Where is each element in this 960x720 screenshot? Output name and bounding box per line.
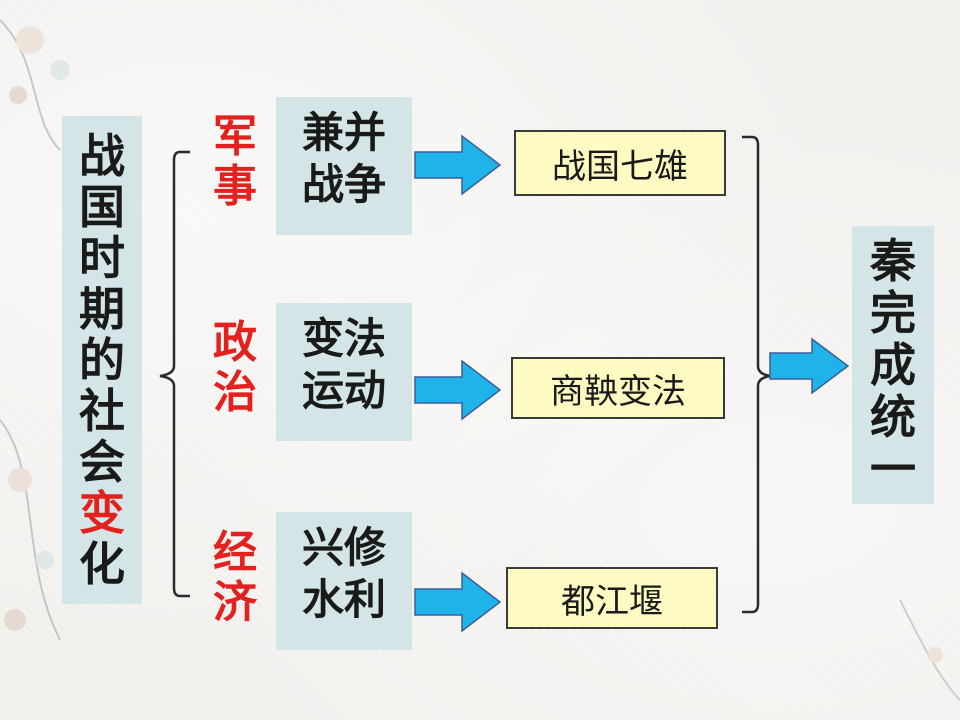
right-brace [742, 135, 771, 614]
main-topic-char: 战 [79, 128, 125, 183]
category-char: 政 [213, 317, 257, 368]
action-line: 战争 [301, 160, 386, 209]
main-topic-char: 化 [79, 536, 125, 591]
result-text: 商鞅变法 [550, 371, 686, 412]
category-economy: 经 济 [205, 528, 265, 628]
conclusion-char: 秦 [870, 234, 916, 288]
action-line: 兼并 [301, 108, 386, 157]
category-politics: 政 治 [205, 318, 265, 418]
result-box-dujiangyan: 都江堰 [506, 567, 718, 629]
action-line: 变法 [301, 314, 386, 363]
conclusion-char: 成 [870, 338, 916, 392]
left-brace [159, 150, 190, 598]
result-box-seven-states: 战国七雄 [514, 130, 726, 196]
result-box-shang-yang-reform: 商鞅变法 [511, 357, 725, 419]
main-topic-char: 国 [79, 179, 125, 234]
main-topic-char: 会 [79, 434, 125, 489]
result-text: 战国七雄 [552, 146, 688, 187]
arrow-icon [414, 134, 502, 196]
category-char: 事 [213, 161, 257, 212]
action-box-reform-movement: 变法 运动 [276, 303, 412, 441]
conclusion-char: 完 [870, 286, 916, 340]
conclusion-char: 一 [870, 442, 916, 496]
main-topic-char: 期 [79, 281, 125, 336]
action-box-water-works: 兴修 水利 [276, 512, 412, 650]
category-char: 治 [213, 367, 257, 418]
conclusion-box: 秦 完 成 统 一 [852, 226, 934, 504]
arrow-icon [414, 571, 502, 633]
arrow-icon [769, 337, 850, 395]
result-text: 都江堰 [561, 581, 663, 622]
category-char: 济 [213, 577, 257, 628]
main-topic-box: 战 国 时 期 的 社 会 变 化 [62, 116, 142, 604]
action-line: 水利 [301, 575, 386, 624]
main-topic-char: 社 [79, 383, 125, 438]
action-line: 运动 [301, 366, 386, 415]
category-char: 经 [213, 527, 257, 578]
category-char: 军 [213, 111, 257, 162]
action-box-annexation-war: 兼并 战争 [276, 97, 412, 235]
main-topic-char-highlight: 变 [79, 485, 125, 540]
conclusion-char: 统 [870, 390, 916, 444]
arrow-icon [414, 359, 502, 421]
action-line: 兴修 [301, 523, 386, 572]
main-topic-char: 时 [79, 230, 125, 285]
main-topic-char: 的 [79, 332, 125, 387]
category-military: 军 事 [205, 112, 265, 212]
